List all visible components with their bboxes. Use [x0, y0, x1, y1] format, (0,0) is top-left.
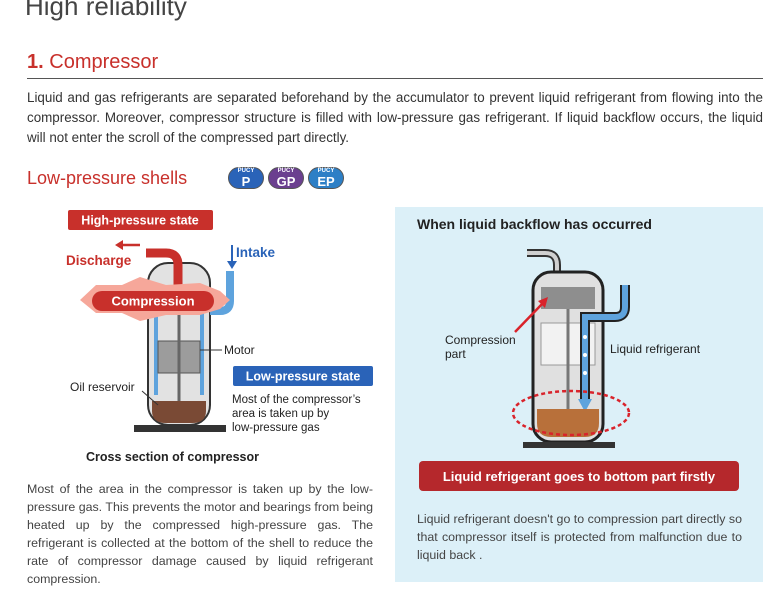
compression-label: Compression [111, 294, 194, 309]
compression-label-box [92, 291, 214, 311]
high-pressure-label-box [68, 210, 213, 230]
left-description: Most of the area in the compressor is ta… [27, 482, 373, 586]
badge-top: PUCY [277, 168, 295, 174]
title-divider [27, 78, 763, 79]
compression-pointer-arrowhead [538, 297, 548, 308]
bottom-highlight-ellipse [511, 389, 631, 437]
badge-label: EP [317, 174, 335, 189]
low-pressure-label-box [233, 366, 373, 386]
compression-pointer-arrow [514, 302, 544, 333]
low-pressure-label: Low-pressure state [246, 370, 361, 384]
oil-pointer [141, 390, 159, 406]
low-pressure-note-line-2: area is taken up by [232, 408, 329, 420]
intake-arrowhead [227, 261, 237, 269]
high-pressure-label: High-pressure state [81, 214, 198, 228]
badge-label: GP [276, 174, 296, 189]
panel-description: Liquid refrigerant doesn't go to compres… [417, 512, 742, 562]
compressor-base [134, 425, 226, 432]
intro-paragraph: Liquid and gas refrigerants are separate… [27, 90, 763, 145]
liquid-refrigerant-label: Liquid refrigerant [610, 342, 701, 356]
discharge-arrowhead [115, 240, 123, 250]
liquid-backflow-panel: When liquid backflow has occurred Compre… [395, 207, 763, 582]
intake-pipe [210, 271, 234, 315]
backflow-diagram: Compression part Liquid refrigerant [445, 249, 701, 448]
section-title-text: Compressor [49, 51, 159, 73]
top-pipe-inner [527, 251, 559, 287]
subheading: Low-pressure shells [27, 168, 188, 188]
badge-label: P [241, 174, 251, 189]
liquid-arrowhead [578, 399, 592, 412]
compressor-cross-section-diagram: High-pressure state Discharge Intake Com… [66, 210, 373, 434]
compression-chamber [541, 287, 595, 309]
badge-top: PUCY [237, 168, 255, 174]
liquid-droplet [583, 353, 587, 357]
intake-label: Intake [236, 245, 276, 260]
oil-reservoir [152, 401, 206, 423]
discharge-label: Discharge [66, 253, 132, 268]
oil-reservoir-label: Oil reservoir [70, 380, 135, 394]
panel-title: When liquid backflow has occurred [417, 216, 652, 232]
compression-part-label-line-2: part [445, 347, 466, 361]
liquid-droplet [583, 371, 587, 375]
section-number: 1. [27, 51, 44, 73]
low-pressure-note-line-1: Most of the compressor’s [232, 394, 361, 406]
section-title: 1. Compressor [27, 51, 158, 74]
diagram-caption: Cross section of compressor [86, 450, 259, 464]
low-pressure-note-line-3: low-pressure gas [232, 422, 320, 434]
motor-label: Motor [224, 343, 255, 357]
discharge-pipe [146, 248, 183, 295]
result-banner: Liquid refrigerant goes to bottom part f… [419, 461, 739, 491]
page-heading: High reliability [25, 0, 187, 21]
intake-pipe-inner [582, 285, 628, 402]
compression-part-label-line-1: Compression [445, 333, 516, 347]
liquid-droplet [583, 335, 587, 339]
badge-top: PUCY [317, 168, 335, 174]
liquid-pool [537, 409, 599, 437]
compressor-base [523, 442, 615, 448]
